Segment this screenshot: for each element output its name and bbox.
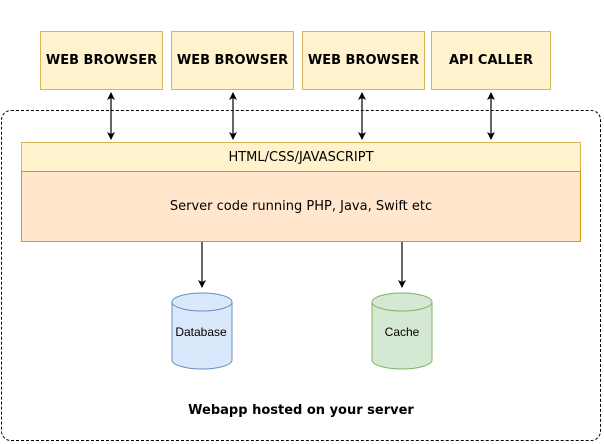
client-api-caller: API CALLER [431, 31, 551, 90]
client-web-browser-3: WEB BROWSER [302, 31, 425, 90]
client-label: WEB BROWSER [307, 53, 420, 68]
client-web-browser-2: WEB BROWSER [171, 31, 294, 90]
client-label: WEB BROWSER [45, 53, 158, 68]
frontend-layer: HTML/CSS/JAVASCRIPT [21, 142, 581, 172]
client-web-browser-1: WEB BROWSER [40, 31, 163, 90]
server-label: Server code running PHP, Java, Swift etc [169, 199, 433, 214]
client-label: WEB BROWSER [176, 53, 289, 68]
database-label: Database [175, 325, 227, 339]
server-code-layer: Server code running PHP, Java, Swift etc [21, 171, 581, 242]
hosted-caption: Webapp hosted on your server [188, 403, 414, 418]
cache-label: Cache [384, 325, 420, 339]
client-label: API CALLER [448, 53, 533, 68]
frontend-label: HTML/CSS/JAVASCRIPT [228, 149, 374, 165]
hosted-server-frame [1, 110, 601, 441]
